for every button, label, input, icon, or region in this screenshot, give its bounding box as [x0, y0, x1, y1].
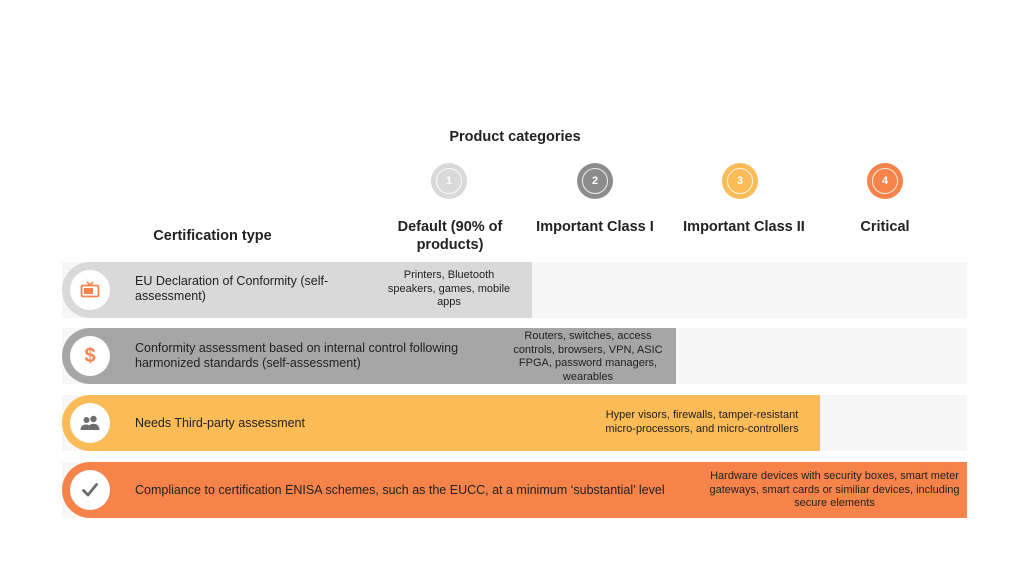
category-4-circle: 4	[867, 163, 903, 199]
row-1-bar: EU Declaration of Conformity (self-asses…	[62, 262, 532, 318]
row-4-label: Compliance to certification ENISA scheme…	[135, 483, 665, 497]
category-2-number: 2	[582, 168, 608, 194]
row-2-bar: $ Conformity assessment based on interna…	[62, 328, 676, 384]
row-3-products: Hyper visors, firewalls, tamper-resistan…	[605, 409, 799, 435]
category-1-circle: 1	[431, 163, 467, 199]
row-4-bar: Compliance to certification ENISA scheme…	[62, 462, 967, 518]
dollar-icon: $	[70, 336, 110, 376]
product-categories-title: Product categories	[449, 129, 581, 145]
row-3-label: Needs Third-party assessment	[135, 416, 305, 430]
row-1-products: Printers, Bluetooth speakers, games, mob…	[387, 269, 511, 308]
category-4-label: Critical	[860, 219, 910, 235]
category-1-label: Default (90% of products)	[397, 219, 503, 253]
category-3-number: 3	[727, 168, 753, 194]
row-1-label: EU Declaration of Conformity (self-asses…	[135, 274, 329, 303]
people-icon	[70, 403, 110, 443]
row-2-label: Conformity assessment based on internal …	[135, 341, 459, 370]
row-2-products: Routers, switches, access controls, brow…	[513, 330, 663, 383]
tv-icon	[70, 270, 110, 310]
category-1-number: 1	[436, 168, 462, 194]
category-4-number: 4	[872, 168, 898, 194]
category-3-circle: 3	[722, 163, 758, 199]
category-2-circle: 2	[577, 163, 613, 199]
row-3-bar: Needs Third-party assessment Hyper visor…	[62, 395, 820, 451]
category-3-label: Important Class II	[683, 219, 805, 235]
checkmark-icon	[70, 470, 110, 510]
category-2-label: Important Class I	[536, 219, 654, 235]
certification-type-header: Certification type	[153, 228, 272, 244]
row-4-products: Hardware devices with security boxes, sm…	[709, 470, 960, 509]
